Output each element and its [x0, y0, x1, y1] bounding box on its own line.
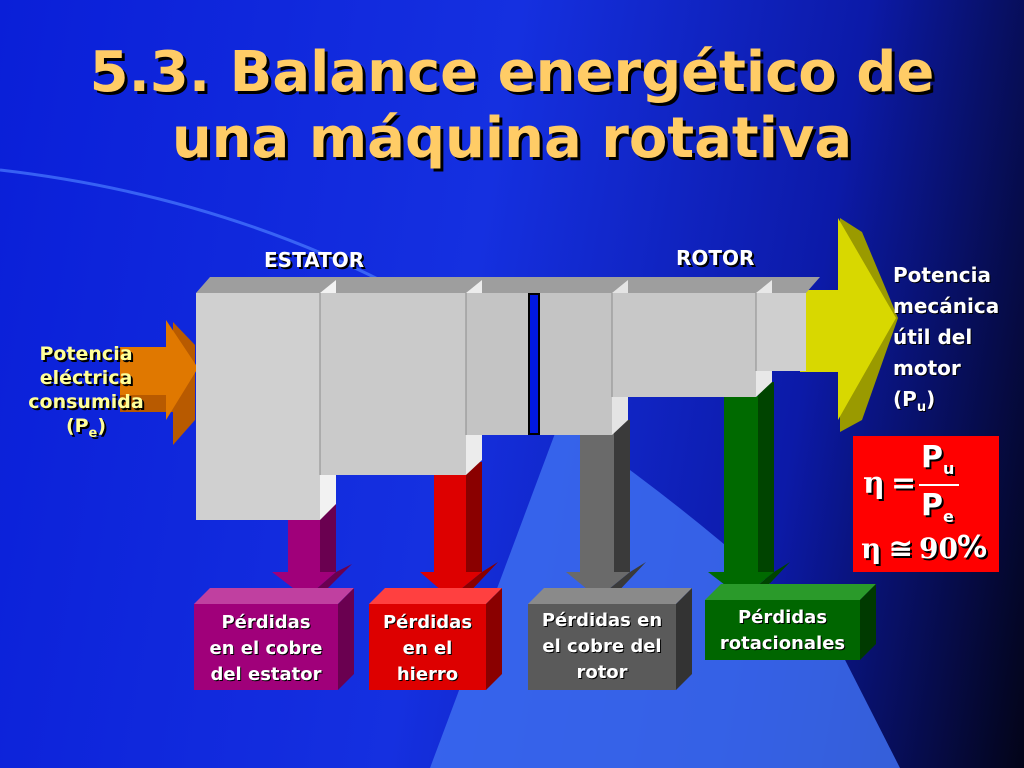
output-arrow [800, 218, 898, 432]
input-power-line-2: eléctrica [39, 367, 133, 389]
energy-flow [196, 277, 820, 520]
output-power-line-1: Potencia [893, 263, 991, 287]
input-power-label: Potencia eléctrica consumida (Pe) [6, 342, 166, 446]
output-power-line-2: mecánica [893, 294, 1000, 318]
loss-box-rotor-copper [528, 588, 692, 690]
loss-box-stator-copper [194, 588, 354, 690]
title-line-2: una máquina rotativa [171, 106, 853, 171]
input-power-line-1: Potencia [39, 343, 133, 365]
stator-section-label: ESTATOR [264, 248, 365, 272]
equals-symbol: = [891, 466, 917, 501]
title-line-1: 5.3. Balance energético de [89, 40, 935, 105]
approx-eta-symbol: η [861, 532, 882, 565]
output-power-line-4: motor [893, 356, 961, 380]
fraction-line [919, 484, 959, 486]
loss-label-stator-copper: Pérdidas en el cobre del estator [209, 612, 323, 685]
input-power-line-3: consumida [28, 391, 144, 413]
output-power-label: Potencia mecánica útil del motor (Pu) [893, 260, 1023, 423]
slide-title: 5.3. Balance energético de una máquina r… [0, 40, 1024, 172]
input-power-symbol: (Pe) [65, 415, 107, 441]
loss-label-iron: Pérdidas en el hierro [382, 612, 473, 685]
loss-arrow-rotational [708, 382, 790, 598]
eta-symbol: η [863, 466, 885, 501]
loss-box-iron [369, 588, 502, 690]
loss-arrow-rotor-copper [566, 420, 646, 598]
output-power-symbol: (Pu) [893, 387, 936, 415]
rotor-section-label: ROTOR [676, 246, 755, 270]
formula-denominator: Pe [921, 488, 954, 526]
efficiency-value: 90 [919, 532, 958, 565]
formula-numerator: Pu [921, 440, 955, 478]
loss-arrow-iron [420, 462, 498, 598]
efficiency-unit: % [957, 530, 988, 565]
approx-symbol: ≅ [889, 532, 913, 565]
loss-label-rotational: Pérdidas rotacionales [719, 607, 846, 654]
efficiency-formula-box: η = Pu Pe η ≅ 90 % [853, 436, 999, 572]
input-arrow [120, 320, 198, 445]
loss-box-rotational [705, 584, 876, 660]
loss-label-rotor-copper: Pérdidas en el cobre del rotor [541, 610, 663, 683]
output-power-line-3: útil del [893, 325, 973, 349]
